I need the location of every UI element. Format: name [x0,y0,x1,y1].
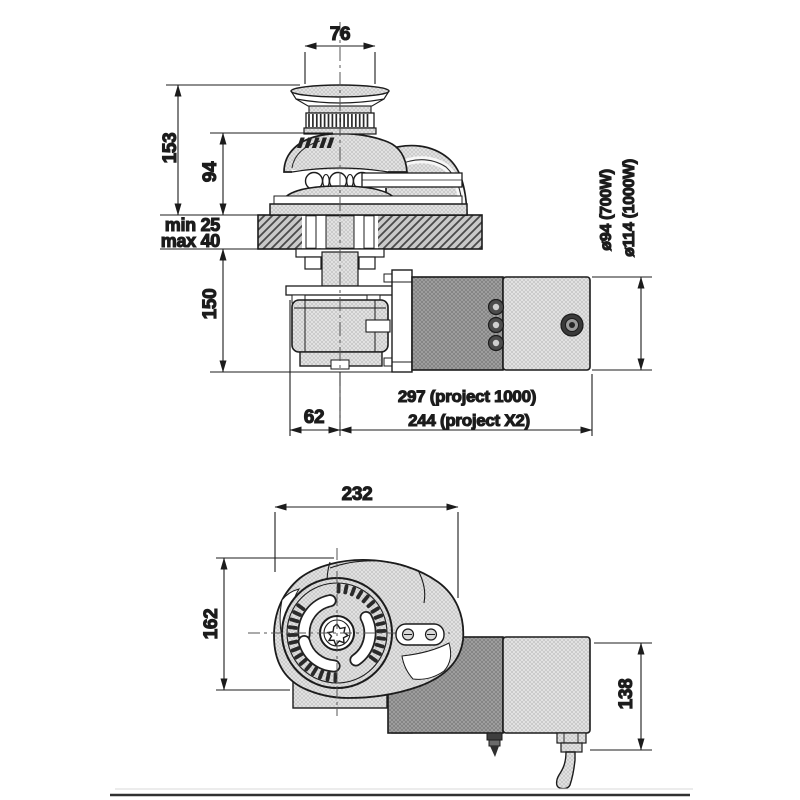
dim-label-244: 244 (project X2) [408,411,530,430]
dim-label-153: 153 [160,133,181,164]
side-section-view: 76 153 94 min 25 max 40 [159,22,652,438]
dim-label-dia114: ø114 (1000W) [621,159,638,257]
gypsy-face [248,548,450,716]
dim-label-max40: max 40 [161,231,221,251]
chain-stripper [361,172,463,188]
mounting-stud-right [363,215,375,249]
dimensions-side-view: 76 153 94 min 25 max 40 [159,23,652,436]
motor-flange [391,269,413,373]
dim-gypsy-height: 94 [199,132,333,216]
dome-vent-slots-icon [297,137,335,148]
motor-terminal-bolts [487,298,505,352]
dim-height-above-deck: 153 [159,84,300,216]
dim-deck-thickness: min 25 max 40 [160,214,260,252]
dim-motor-diameter: ø94 (700W) ø114 (1000W) [592,159,652,371]
dim-label-162: 162 [201,609,222,640]
dim-label-dia94: ø94 (700W) [598,169,615,250]
dim-label-62: 62 [304,407,325,428]
motor-front-light-section [502,636,591,734]
clutch-screw-panel [395,623,445,646]
mounting-stud-left [305,215,317,249]
dim-label-297: 297 (project 1000) [398,387,536,406]
dim-center-offset: 62 [289,300,341,436]
dim-overall-width: 232 [274,483,459,598]
motor-end-cap [560,313,584,337]
stud-nut-right [358,256,376,270]
cable-gland [556,732,587,753]
dim-label-76: 76 [330,24,351,45]
dim-overall-length: 297 (project 1000) 244 (project X2) [339,374,593,436]
motor-body-front-section [411,276,504,371]
motor-side-view [383,269,591,373]
gypsy-arc-slots [297,594,377,673]
base-plate [269,195,468,216]
drum-rib-lines [308,114,369,127]
dim-below-deck-depth: 150 [199,248,392,373]
dimensions-front-view: 232 162 138 [200,483,652,751]
gypsy-vent-slots-icon [287,583,387,683]
drain-fitting [486,732,503,757]
dim-label-min25: min 25 [165,215,221,235]
dim-drum-width: 76 [304,23,376,84]
gearbox-drain-plug [365,319,391,333]
gearbox [291,299,391,370]
gypsy-cover-dome [283,132,408,173]
stud-nut-left [304,256,322,270]
dim-label-138: 138 [616,679,637,710]
housing-lower-right-window [401,642,452,680]
deck-section [257,214,483,250]
dim-label-94: 94 [200,161,221,182]
dim-label-150: 150 [200,289,221,320]
dim-overall-height: 162 [200,557,334,691]
power-cable [555,751,576,790]
dim-label-232: 232 [342,484,373,505]
front-view: 232 162 138 [200,483,652,790]
dim-motor-height: 138 [590,642,652,751]
